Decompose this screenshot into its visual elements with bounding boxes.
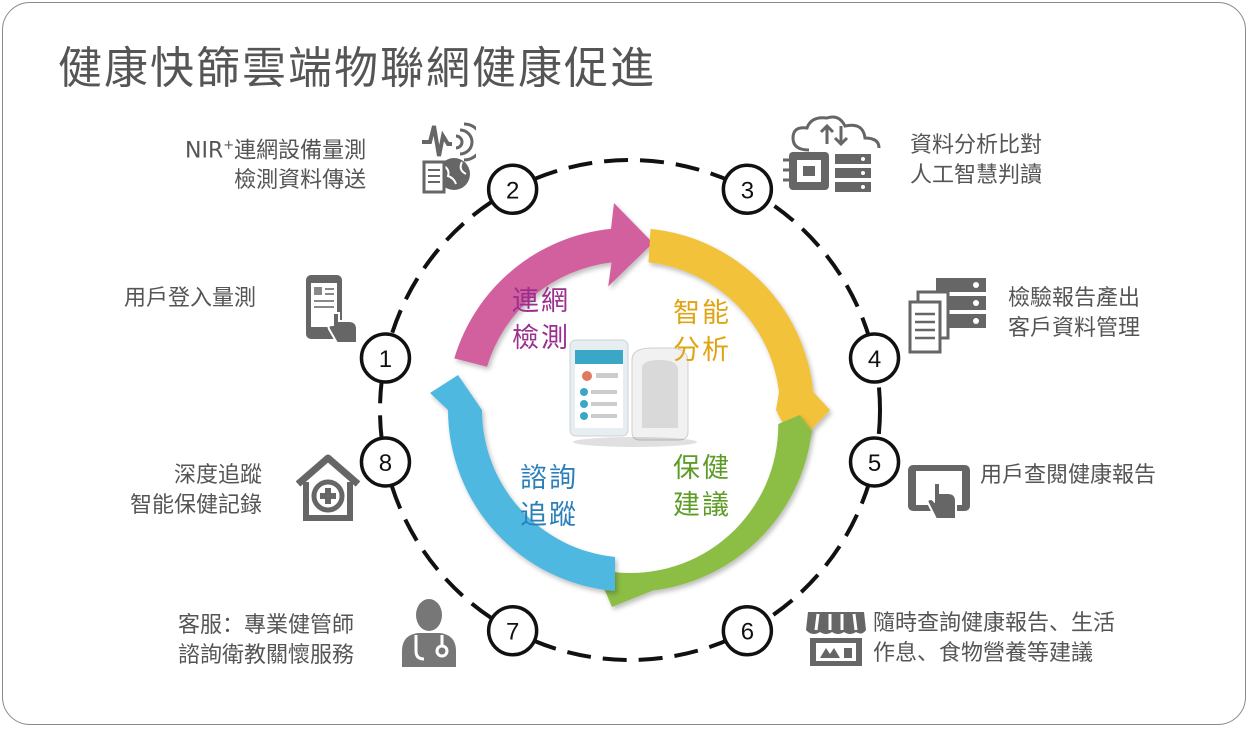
step-7-number: 7 xyxy=(506,619,519,646)
segment-analysis-line1: 智能 xyxy=(673,298,731,329)
product-image xyxy=(569,339,697,447)
segment-connect-line2: 檢測 xyxy=(512,323,570,354)
step-2-line2: 檢測資料傳送 xyxy=(234,168,367,194)
step-4-line2: 客戶資料管理 xyxy=(1008,316,1141,341)
arrow-pink xyxy=(454,203,653,367)
step-6-line1: 隨時查詢健康報告、生活 xyxy=(873,611,1116,636)
tablet-touch-icon xyxy=(908,465,970,520)
step-2-marker: 2 xyxy=(486,163,539,216)
cloud-chip-icon xyxy=(783,115,881,192)
step-6-circle xyxy=(721,604,774,657)
step-5-line1: 用戶查閱健康報告 xyxy=(980,463,1157,488)
step-4-number: 4 xyxy=(868,346,881,373)
step-6-number: 6 xyxy=(741,619,754,646)
step-8-line1: 深度追蹤 xyxy=(174,463,263,488)
step-7-line1: 客服：專業健管師 xyxy=(178,613,355,638)
step-3-marker: 3 xyxy=(721,163,774,216)
step-3-number: 3 xyxy=(741,177,754,204)
arrow-yellow xyxy=(648,228,830,447)
step-8-circle xyxy=(359,436,412,488)
step-8-number: 8 xyxy=(379,450,392,477)
step-3-circle xyxy=(721,163,774,216)
segment-consult-line2: 追蹤 xyxy=(520,500,578,531)
health-house-icon xyxy=(295,454,361,521)
network-signal-icon xyxy=(422,122,476,194)
step-6-line2: 作息、食物營養等建議 xyxy=(873,641,1094,666)
segment-advice-line2: 建議 xyxy=(673,490,731,521)
step-7-label: 客服：專業健管師 諮詢衛教關懷服務 xyxy=(178,611,354,671)
doctor-icon xyxy=(402,599,456,667)
step-1-marker: 1 xyxy=(359,332,412,384)
step-5-circle xyxy=(848,436,901,488)
step-5-number: 5 xyxy=(868,450,881,477)
step-2-line1: 連網設備量測 xyxy=(234,138,367,164)
segment-advice: 保健 建議 xyxy=(673,450,731,524)
step-7-marker: 7 xyxy=(486,604,539,657)
segment-advice-line1: 保健 xyxy=(673,453,731,484)
segment-connect: 連網 檢測 xyxy=(512,283,570,357)
segment-connect-line1: 連網 xyxy=(512,286,570,317)
server-docs-icon xyxy=(908,278,986,354)
page-title: 健康快篩雲端物聯網健康促進 xyxy=(58,43,656,94)
arrow-blue xyxy=(430,375,615,591)
step-3-label: 資料分析比對 人工智慧判讀 xyxy=(910,131,1042,191)
step-1-line1: 用戶登入量測 xyxy=(124,286,257,311)
step-1-label: 用戶登入量測 xyxy=(124,284,256,314)
step-7-circle xyxy=(486,604,539,657)
step-6-marker: 6 xyxy=(721,604,774,657)
step-8-marker: 8 xyxy=(359,436,412,488)
market-icon xyxy=(806,612,866,666)
step-5-label: 用戶查閱健康報告 xyxy=(980,461,1156,491)
step-2-label: NIR+連網設備量測 檢測資料傳送 xyxy=(185,131,366,196)
segment-analysis: 智能 分析 xyxy=(673,295,731,369)
segment-analysis-line2: 分析 xyxy=(673,335,731,366)
step-4-marker: 4 xyxy=(848,332,901,384)
step-2-sup: + xyxy=(223,138,235,153)
step-5-marker: 5 xyxy=(848,436,901,488)
step-8-line2: 智能保健記錄 xyxy=(130,493,263,518)
segment-consult: 諮詢 追蹤 xyxy=(520,460,578,534)
step-4-label: 檢驗報告產出 客戶資料管理 xyxy=(1008,284,1140,344)
step-1-circle xyxy=(359,332,412,384)
step-3-line2: 人工智慧判讀 xyxy=(910,163,1043,188)
step-1-number: 1 xyxy=(379,346,392,373)
step-4-line1: 檢驗報告產出 xyxy=(1008,286,1141,311)
step-3-line1: 資料分析比對 xyxy=(910,133,1043,158)
dashed-loop xyxy=(378,158,882,662)
step-2-number: 2 xyxy=(506,177,519,204)
phone-touch-icon xyxy=(306,275,358,344)
step-8-label: 深度追蹤 智能保健記錄 xyxy=(130,461,262,521)
step-2-prefix: NIR xyxy=(185,138,224,164)
step-2-circle xyxy=(486,163,539,216)
segment-consult-line1: 諮詢 xyxy=(520,463,578,494)
step-6-label: 隨時查詢健康報告、生活 作息、食物營養等建議 xyxy=(873,609,1115,669)
step-7-line2: 諮詢衛教關懷服務 xyxy=(178,643,355,668)
step-4-circle xyxy=(848,332,901,384)
